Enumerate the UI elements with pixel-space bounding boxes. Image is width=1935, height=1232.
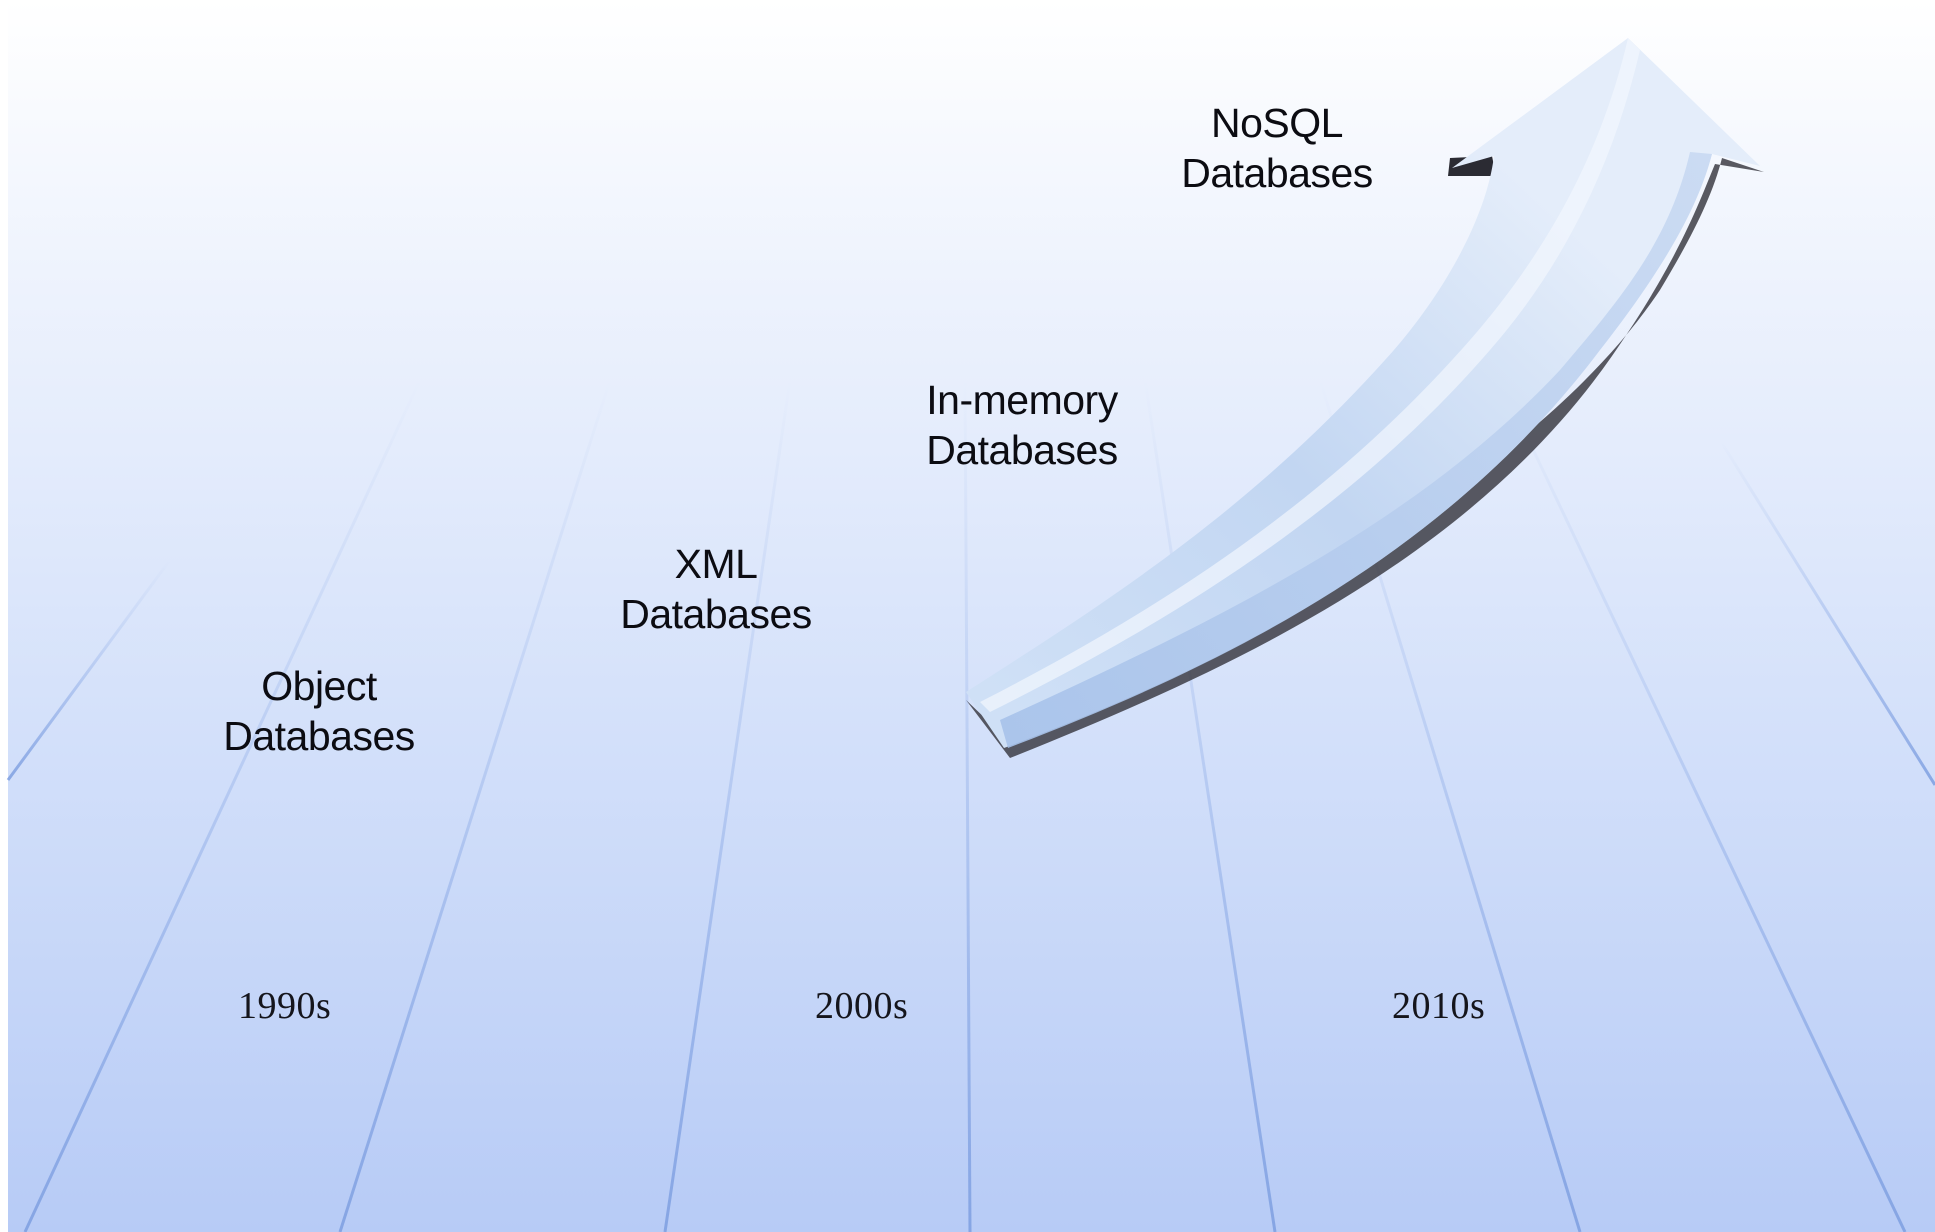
grid-line: [1143, 379, 1277, 1232]
left-margin: [0, 0, 8, 1232]
xml-databases-line2: Databases: [620, 591, 812, 638]
xml-databases-label: XML Databases: [591, 539, 841, 639]
grid-line: [23, 379, 422, 1232]
nosql-databases-label: NoSQL Databases: [1152, 98, 1402, 198]
era-label-2010s: 2010s: [1392, 985, 1486, 1027]
perspective-grid: [6, 379, 1935, 1232]
object-databases-line1: Object: [261, 663, 377, 709]
object-databases-label: Object Databases: [194, 661, 444, 761]
in-memory-databases-line2: Databases: [926, 427, 1118, 474]
grid-line: [963, 379, 972, 1232]
arrow-band: [1000, 152, 1712, 748]
grid-line: [338, 379, 612, 1232]
nosql-databases-line2: Databases: [1181, 150, 1373, 197]
growth-arrow: [966, 38, 1764, 758]
arrow-head-left-shadow: [1448, 156, 1496, 176]
grid-line: [6, 559, 172, 781]
nosql-databases-line1: NoSQL: [1211, 100, 1343, 146]
in-memory-databases-label: In-memory Databases: [892, 375, 1152, 475]
object-databases-line2: Databases: [223, 713, 415, 760]
grid-line: [1718, 439, 1935, 786]
grid-line: [663, 379, 792, 1232]
in-memory-databases-line1: In-memory: [926, 377, 1118, 423]
era-label-1990s: 1990s: [238, 985, 332, 1027]
era-label-2000s: 2000s: [815, 985, 909, 1027]
grid-line: [1498, 379, 1907, 1232]
xml-databases-line1: XML: [674, 541, 758, 587]
